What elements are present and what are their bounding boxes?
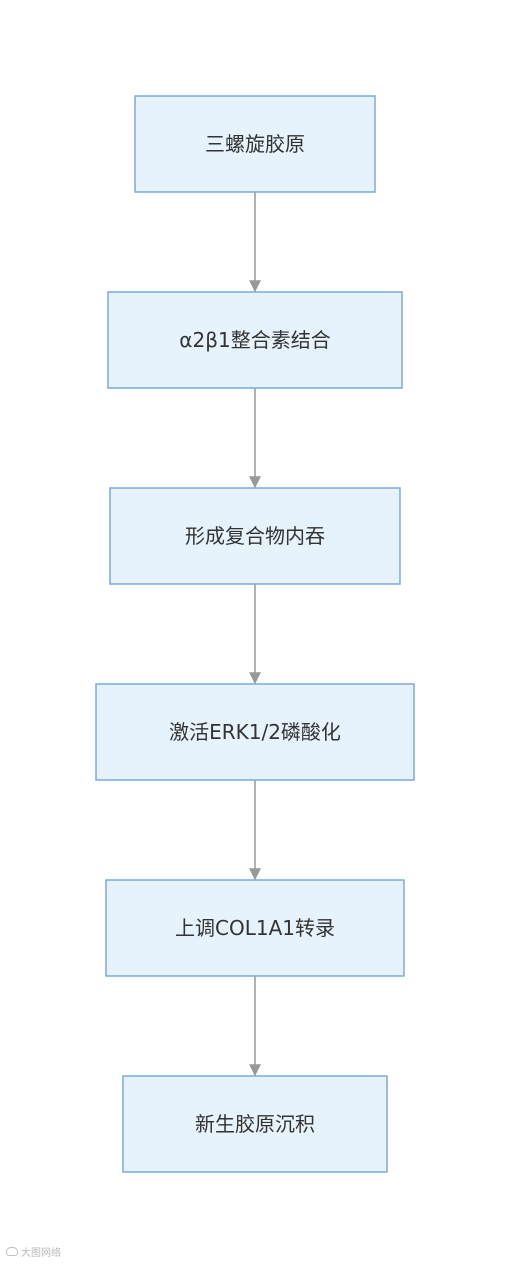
watermark: 大图网络 [6,1244,61,1259]
flow-node-box [95,683,415,781]
flow-node-label: α2β1整合素结合 [179,328,330,352]
flow-node: 三螺旋胶原 [134,95,376,193]
flow-node-box [105,879,405,977]
flow-node-label: 形成复合物内吞 [185,524,325,548]
flow-node-label: 新生胶原沉积 [195,1112,315,1136]
flow-node-box [122,1075,388,1173]
flow-node-label: 三螺旋胶原 [205,132,305,156]
flow-node-box [109,487,401,585]
watermark-text: 大图网络 [21,1248,61,1259]
flow-node: 激活ERK1/2磷酸化 [95,683,415,781]
flow-node: 新生胶原沉积 [122,1075,388,1173]
flow-node: 上调COL1A1转录 [105,879,405,977]
flow-node-box [107,291,403,389]
cloud-logo-icon [6,1247,18,1256]
flow-node-label: 激活ERK1/2磷酸化 [169,720,341,744]
flow-node: α2β1整合素结合 [107,291,403,389]
flow-node-label: 上调COL1A1转录 [175,916,335,940]
flow-node: 形成复合物内吞 [109,487,401,585]
flow-node-box [134,95,376,193]
